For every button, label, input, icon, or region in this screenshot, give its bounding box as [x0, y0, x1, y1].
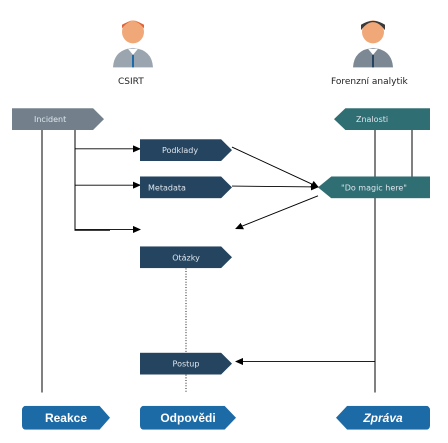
role-label-forensic: Forenzní analytik: [331, 77, 408, 88]
edge-zprava-postup: [235, 357, 376, 393]
node-metadata: Metadata: [140, 176, 232, 199]
node-postup: Postup: [140, 352, 232, 375]
edge-podklady-magic: [231, 146, 319, 188]
node-odpovedi: Odpovědi: [140, 405, 236, 430]
node-reakce: Reakce: [22, 405, 110, 430]
node-znalosti: Znalosti: [334, 108, 430, 131]
node-podklady: Podklady: [140, 139, 232, 162]
node-zprava: Zpráva: [336, 405, 430, 430]
connector-lines: [41, 127, 413, 393]
node-incident: Incident: [12, 108, 104, 131]
csirt-person-icon: [113, 20, 153, 68]
edge-magic-otazky: [235, 195, 319, 230]
edge-incident-frame: [74, 127, 110, 231]
node-magic: "Do magic here": [318, 176, 430, 199]
forensic-person-icon: [353, 20, 393, 68]
node-otazky: Otázky: [140, 246, 232, 269]
role-label-csirt: CSIRT: [118, 77, 144, 88]
edge-metadata-magic: [231, 183, 319, 191]
